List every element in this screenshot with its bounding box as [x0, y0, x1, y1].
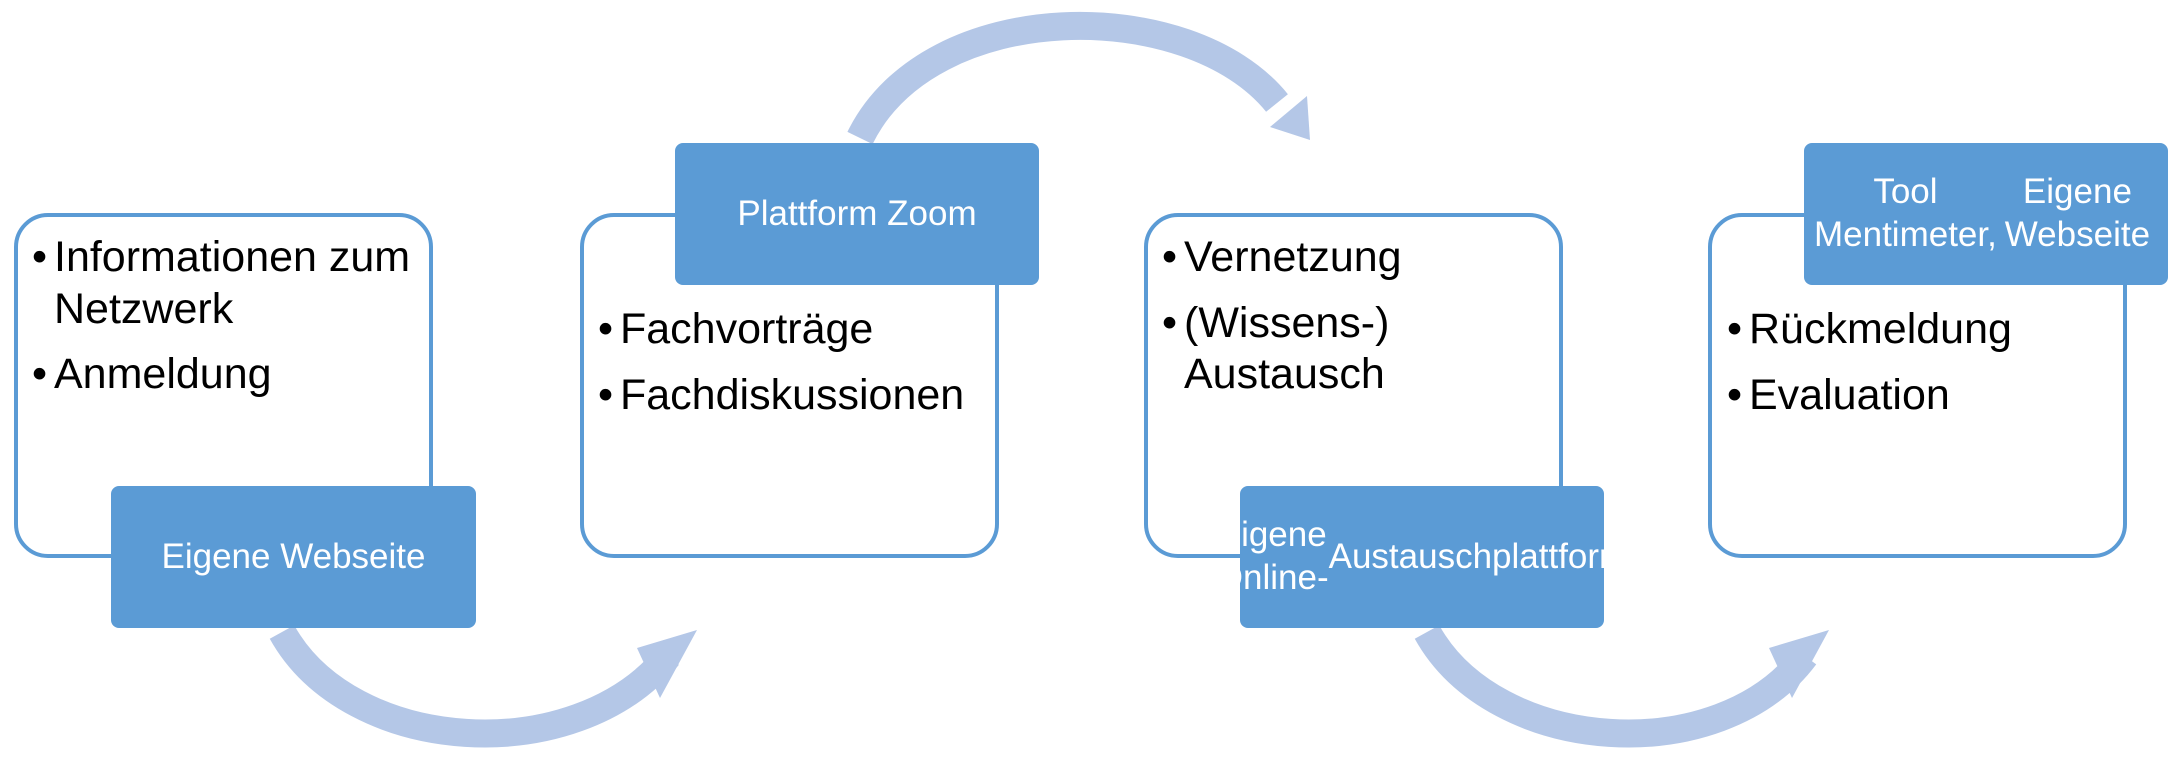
- step-2-bullets: Fachvorträge Fachdiskussionen: [598, 304, 998, 435]
- step-4-bullet-2: Evaluation: [1727, 370, 2107, 422]
- step-2-label: Plattform Zoom: [675, 143, 1039, 285]
- step-1-bullets: Informationen zum Netzwerk Anmeldung: [32, 232, 412, 415]
- step-1-bullet-1: Informationen zum Netzwerk: [32, 232, 412, 335]
- step-4-label-line-2: Eigene Webseite: [2004, 172, 2151, 254]
- step-1-label-line-1: Eigene Webseite: [161, 536, 426, 576]
- curved-arrow-2-to-3: [847, 11, 1288, 145]
- arrowhead-2-to-3: [1270, 96, 1310, 140]
- step-3-bullet-1: Vernetzung: [1162, 232, 1432, 284]
- step-3-label-line-1: Eigene Online-: [1215, 515, 1329, 597]
- step-4-label-line-1: Tool Mentimeter,: [1814, 172, 1997, 254]
- curved-arrow-3-to-4: [1414, 624, 1817, 748]
- step-3-bullet-2: (Wissens-) Austausch: [1162, 298, 1432, 401]
- step-4-bullet-1: Rückmeldung: [1727, 304, 2107, 356]
- arrowhead-3-to-4: [1769, 630, 1829, 698]
- step-3-label-line-2: Austauschplattform: [1328, 536, 1629, 576]
- curved-arrow-1-to-2: [269, 624, 679, 748]
- step-3-label: Eigene Online- Austauschplattform: [1216, 486, 1628, 628]
- step-1-label: Eigene Webseite: [111, 486, 476, 628]
- step-2-label-line-1: Plattform Zoom: [737, 193, 977, 233]
- arrowhead-1-to-2: [637, 630, 697, 698]
- step-2-bullet-1: Fachvorträge: [598, 304, 998, 356]
- step-4-label: Tool Mentimeter, Eigene Webseite: [1804, 143, 2168, 285]
- step-3-bullets: Vernetzung (Wissens-) Austausch: [1162, 232, 1432, 415]
- step-2-bullet-2: Fachdiskussionen: [598, 370, 998, 422]
- step-4-bullets: Rückmeldung Evaluation: [1727, 304, 2107, 435]
- step-1-bullet-2: Anmeldung: [32, 349, 412, 401]
